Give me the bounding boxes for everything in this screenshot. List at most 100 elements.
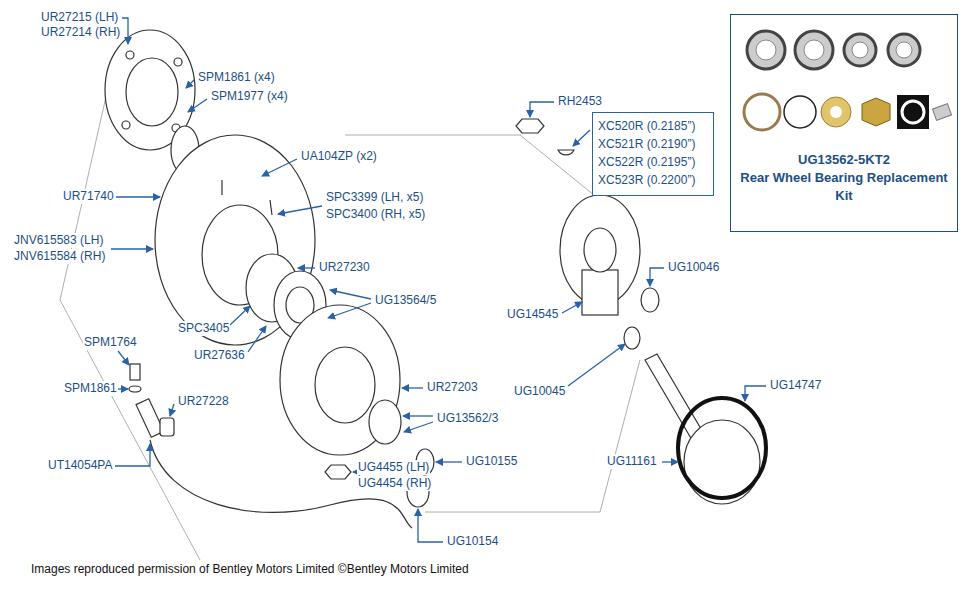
leader-line xyxy=(188,99,207,112)
leader-line xyxy=(353,471,354,472)
seal xyxy=(624,327,640,349)
part-number: UG14545 xyxy=(506,307,559,322)
seal xyxy=(641,288,659,312)
part-number: SPC3400 (RH, x5) xyxy=(325,207,426,222)
kit-part-number: UG13562-5KT2 xyxy=(737,151,951,169)
part-number: UR27230 xyxy=(318,260,371,275)
bearing-bore xyxy=(756,40,776,60)
leader-line xyxy=(418,509,443,542)
o-ring-photo xyxy=(784,96,816,128)
leader-line xyxy=(230,306,250,325)
leader-line xyxy=(436,461,462,462)
part-number: UR27636 xyxy=(193,348,246,363)
bearing-bore xyxy=(896,42,912,58)
leader-line xyxy=(186,80,194,88)
leader-line xyxy=(115,444,150,466)
part-number: UA104ZP (x2) xyxy=(300,149,378,164)
brake-disc xyxy=(155,135,326,345)
shim-size: XC522R (0.2195”) xyxy=(598,153,709,171)
leader-line xyxy=(562,302,582,313)
disc-outline xyxy=(155,135,315,345)
part-number: RH2453 xyxy=(557,94,603,109)
part-number: UG4455 (LH) xyxy=(357,460,430,475)
part-number: UG4454 (RH) xyxy=(357,476,432,491)
part-number: UR71740 xyxy=(62,189,115,204)
caption: Images reproduced permission of Bentley … xyxy=(31,562,469,577)
housing-outline xyxy=(280,305,400,455)
part-number: JNV615584 (RH) xyxy=(13,249,106,264)
bearing-photo xyxy=(747,31,785,69)
nut-photo xyxy=(862,98,890,126)
nut xyxy=(325,465,351,479)
sensor xyxy=(129,364,412,528)
bearing-bore xyxy=(852,42,868,58)
part-number: SPM1861 xyxy=(63,381,118,396)
washer-photo xyxy=(821,97,851,127)
bolt-hole xyxy=(122,121,130,129)
bearing-photo xyxy=(795,31,833,69)
part-number: UG11161 xyxy=(606,454,658,469)
bolt-hole xyxy=(174,58,182,66)
leader-line xyxy=(402,387,423,388)
part-number: UR27214 (RH) xyxy=(40,25,121,40)
leader-line xyxy=(530,102,554,117)
leader-line xyxy=(404,422,433,432)
sensor-plate xyxy=(160,418,174,436)
leader-line xyxy=(330,290,371,299)
leader-line xyxy=(248,326,266,352)
washer xyxy=(129,386,141,392)
flange-bore xyxy=(584,228,616,272)
part-number: UG10046 xyxy=(667,260,720,275)
hub-housing xyxy=(280,305,434,507)
bearing-photo xyxy=(888,34,920,66)
leader-line xyxy=(278,206,322,214)
part-number: UR27203 xyxy=(426,380,479,395)
screw xyxy=(130,364,140,380)
leader-line xyxy=(122,18,128,44)
part-number: UT14054PA xyxy=(47,458,113,473)
part-number: SPC3405 xyxy=(177,321,230,336)
leader-line xyxy=(116,196,160,197)
part-number: UR27228 xyxy=(177,394,230,409)
part-number: UG14747 xyxy=(769,378,822,393)
part-number: UR27215 (LH) xyxy=(40,10,119,25)
leader-line xyxy=(170,404,174,416)
leader-line xyxy=(662,461,678,462)
part-number: SPM1764 xyxy=(83,335,138,350)
o-ring xyxy=(678,398,766,498)
part-number: UG13562/3 xyxy=(436,411,499,426)
leader-line xyxy=(298,267,315,268)
leader-line xyxy=(403,415,433,416)
shaft xyxy=(645,354,704,440)
seal-photo xyxy=(902,101,924,123)
clip-photo xyxy=(932,104,951,121)
part-number: UG10045 xyxy=(513,384,566,399)
flange-neck xyxy=(582,270,618,315)
leader-line xyxy=(568,344,625,386)
washer-bore xyxy=(830,106,842,118)
shim xyxy=(558,150,574,155)
part-number: UG10154 xyxy=(446,534,499,549)
shim-box: XC520R (0.2185”)XC521R (0.2190”)XC522R (… xyxy=(592,112,714,196)
kit-box: UG13562-5KT2Rear Wheel Bearing Replaceme… xyxy=(730,14,958,232)
leader-lines xyxy=(111,18,766,542)
seal-photo xyxy=(744,94,780,130)
bolt-hole xyxy=(126,51,134,59)
leader-line xyxy=(745,386,766,401)
nut xyxy=(516,119,544,133)
housing-bore xyxy=(315,347,375,423)
leader-line xyxy=(328,303,371,318)
stud xyxy=(270,200,272,215)
leader-line xyxy=(573,130,590,146)
leader-line xyxy=(117,388,128,389)
shim-size: XC520R (0.2185”) xyxy=(598,117,709,135)
part-number: UG10155 xyxy=(465,454,518,469)
bearing xyxy=(369,400,401,444)
leader-line xyxy=(650,268,664,286)
leader-line xyxy=(118,351,129,365)
kit-photos xyxy=(744,31,952,130)
assembly-line xyxy=(425,360,640,512)
hub-flange xyxy=(105,30,199,174)
